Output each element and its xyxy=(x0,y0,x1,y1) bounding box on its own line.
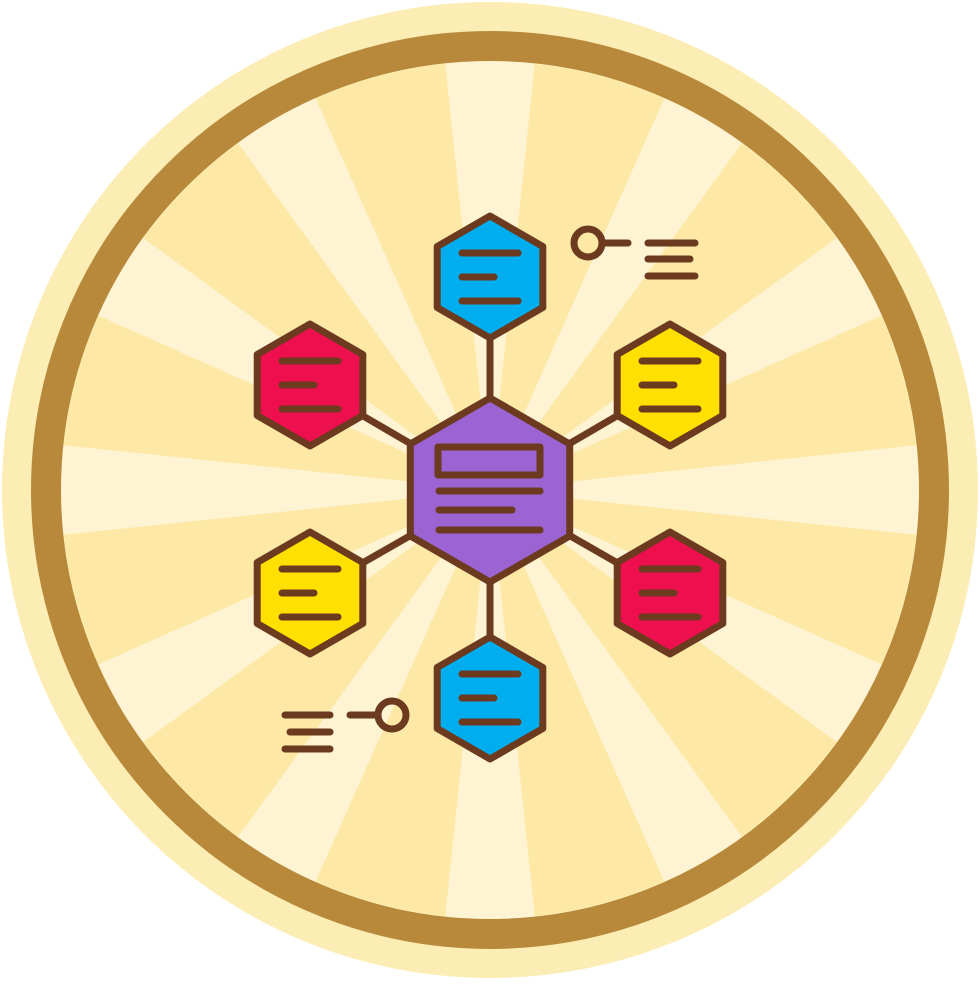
hexagon-nodes xyxy=(253,212,727,763)
node-lower-left xyxy=(253,528,367,658)
node-center xyxy=(406,394,574,586)
callouts xyxy=(281,225,699,753)
sunburst-ray xyxy=(490,444,928,536)
node-lower-right xyxy=(613,528,727,658)
sunburst-ray xyxy=(231,490,490,892)
text-lines-icon xyxy=(638,357,702,413)
text-lines-icon xyxy=(278,565,342,621)
text-lines-icon xyxy=(458,670,522,726)
sunburst-ray xyxy=(52,444,490,536)
node-upper-right xyxy=(613,320,727,450)
badge-border xyxy=(31,31,949,949)
text-block-frame xyxy=(434,443,544,479)
sunburst-ray xyxy=(231,88,490,490)
sunburst-ray xyxy=(490,88,749,490)
text-lines-icon xyxy=(638,565,702,621)
node-bottom xyxy=(433,633,547,763)
text-lines-icon xyxy=(278,357,342,413)
sunburst-ray xyxy=(490,490,749,892)
text-lines-icon xyxy=(458,249,522,305)
node-upper-left xyxy=(253,320,367,450)
node-top xyxy=(433,212,547,342)
callout-top-right xyxy=(570,225,699,280)
text-block-icon xyxy=(434,443,544,534)
callout-bottom-left xyxy=(281,697,410,753)
